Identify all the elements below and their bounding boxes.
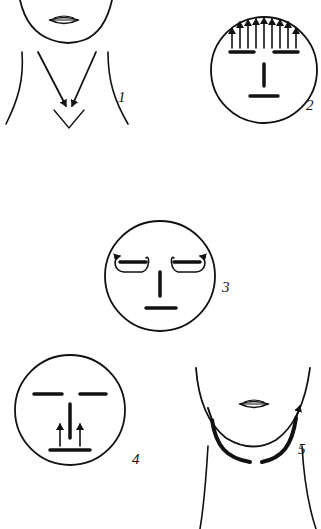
callout-number: 1 — [118, 90, 126, 105]
callout-number: 3 — [222, 280, 230, 295]
callout-number: 2 — [306, 98, 314, 113]
callout-number: 5 — [298, 442, 306, 457]
callout-number: 4 — [132, 452, 140, 467]
